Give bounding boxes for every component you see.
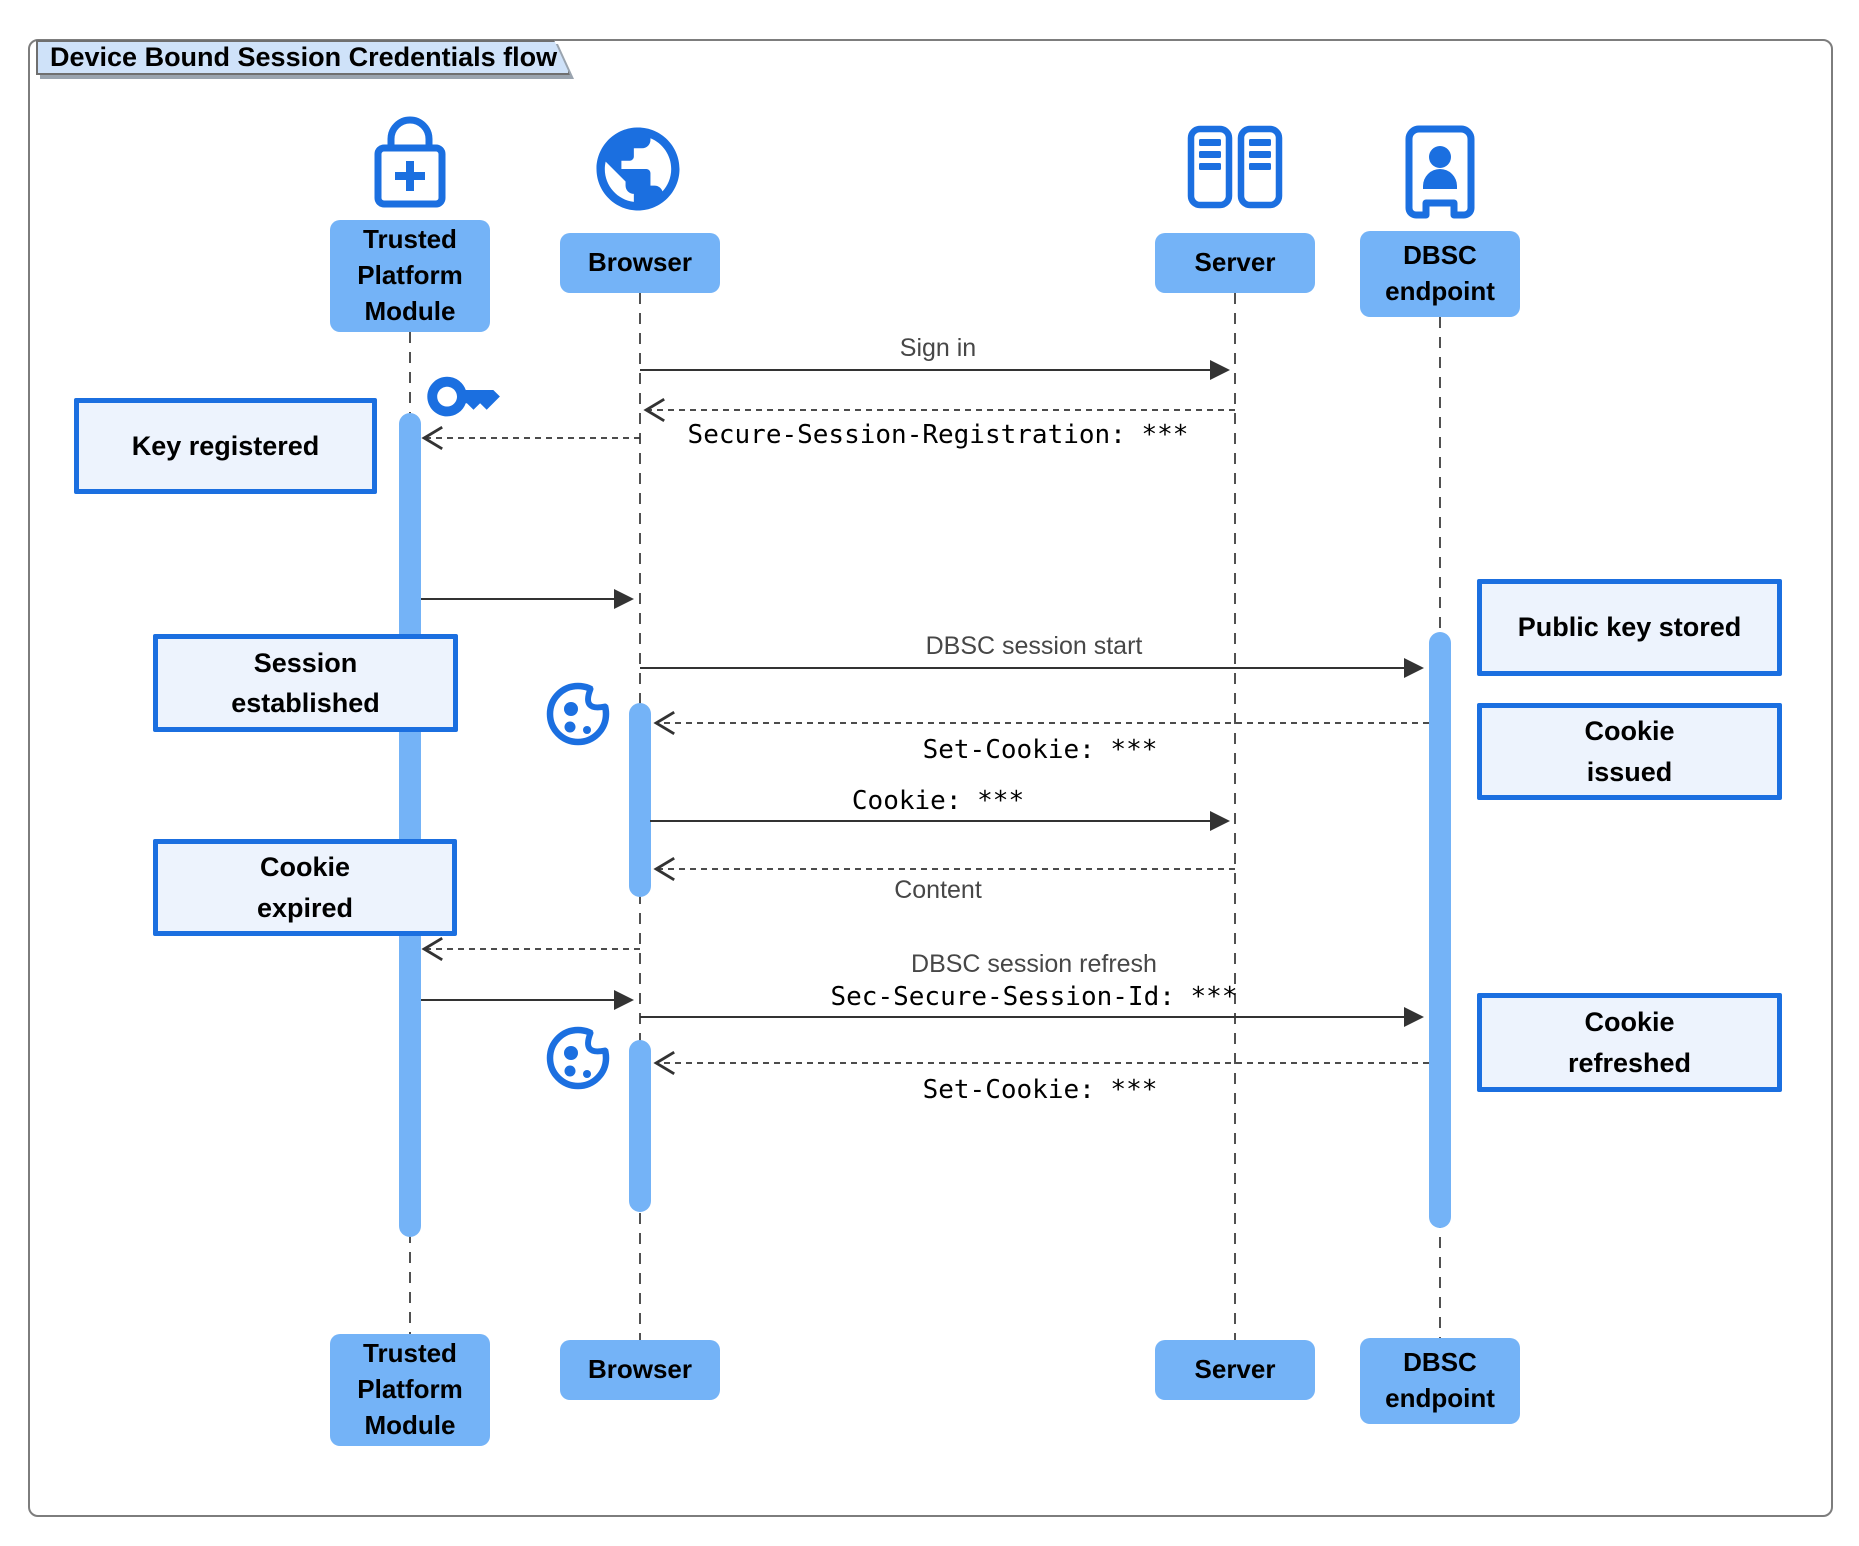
cookie-icon	[546, 1026, 611, 1090]
activation-dbsc	[1429, 632, 1451, 1228]
key-icon	[427, 376, 500, 417]
msg-cookie: Cookie: ***	[851, 786, 1025, 816]
note-key-registered: Key registered	[74, 398, 377, 494]
server-icon	[1187, 125, 1283, 209]
msg-set-cookie-2: Set-Cookie: ***	[922, 1075, 1158, 1105]
actor-server-top: Server	[1155, 233, 1315, 293]
actor-dbsc-bottom: DBSC endpoint	[1360, 1338, 1520, 1424]
diagram-title-text: Device Bound Session Credentials flow	[50, 42, 558, 72]
note-text: Cookie issued	[1584, 716, 1675, 787]
note-public-key-stored: Public key stored	[1477, 579, 1782, 676]
actor-dbsc-top: DBSC endpoint	[1360, 231, 1520, 317]
actor-dbsc-label: DBSC endpoint	[1385, 240, 1495, 306]
cookie-icon	[546, 682, 611, 746]
globe-icon	[596, 127, 680, 211]
activation-browser-1	[629, 703, 651, 897]
msg-sign-in: Sign in	[899, 334, 977, 362]
actor-tpm-label: Trusted Platform Module	[357, 224, 463, 326]
actor-server-label: Server	[1194, 247, 1276, 278]
actor-tpm-bottom: Trusted Platform Module	[330, 1334, 490, 1446]
note-text: Key registered	[131, 430, 320, 461]
actor-browser-label: Browser	[587, 247, 693, 278]
actor-browser-label: Browser	[587, 1354, 693, 1385]
actor-browser-bottom: Browser	[560, 1340, 720, 1400]
note-cookie-issued: Cookie issued	[1477, 703, 1782, 800]
actor-dbsc-label: DBSC endpoint	[1385, 1347, 1495, 1413]
lock-plus-icon	[374, 116, 446, 208]
diagram-title: Device Bound Session Credentials flow	[36, 40, 570, 75]
note-text: Cookie expired	[256, 852, 354, 923]
msg-registration: Secure-Session-Registration: ***	[687, 420, 1189, 450]
activation-browser-2	[629, 1040, 651, 1212]
msg-content: Content	[894, 876, 982, 904]
actor-tpm-top: Trusted Platform Module	[330, 220, 490, 332]
msg-set-cookie-1: Set-Cookie: ***	[922, 735, 1158, 765]
person-booth-icon	[1405, 125, 1475, 219]
note-text: Public key stored	[1517, 612, 1742, 643]
note-cookie-refreshed: Cookie refreshed	[1477, 993, 1782, 1092]
msg-sec-secure-session-id: Sec-Secure-Session-Id: ***	[830, 982, 1238, 1012]
actor-server-label: Server	[1194, 1354, 1276, 1385]
msg-dbsc-session-refresh: DBSC session refresh	[911, 950, 1157, 978]
actor-server-bottom: Server	[1155, 1340, 1315, 1400]
msg-dbsc-session-start: DBSC session start	[925, 632, 1143, 660]
actor-browser-top: Browser	[560, 233, 720, 293]
note-cookie-expired: Cookie expired	[153, 839, 457, 936]
activation-tpm	[399, 413, 421, 1237]
actor-tpm-label: Trusted Platform Module	[357, 1338, 463, 1440]
note-session-established: Session established	[153, 634, 458, 732]
note-text: Session established	[231, 647, 380, 719]
note-text: Cookie refreshed	[1567, 1007, 1692, 1078]
